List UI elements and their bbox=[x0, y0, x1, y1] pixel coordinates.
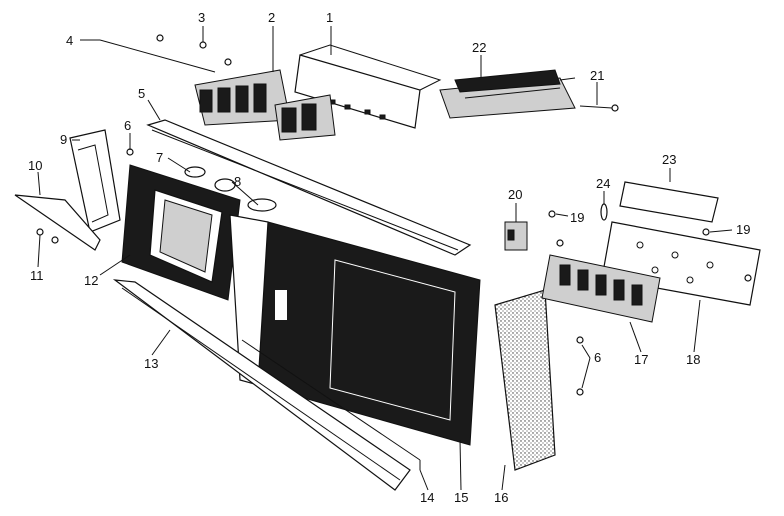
callout-21: 21 bbox=[590, 68, 604, 83]
callout-22: 22 bbox=[472, 40, 486, 55]
leader-lines bbox=[37, 26, 733, 491]
part-grille-17 bbox=[541, 254, 661, 323]
part-bracket-1 bbox=[294, 44, 442, 129]
callout-labels: 1 2 3 4 5 6 7 8 9 10 11 12 13 14 15 16 1… bbox=[28, 10, 750, 505]
callout-9: 9 bbox=[60, 132, 67, 147]
callout-19b: 19 bbox=[736, 222, 750, 237]
callout-16: 16 bbox=[494, 490, 508, 505]
part-switches-2 bbox=[194, 69, 336, 141]
part-top-trim-5 bbox=[146, 119, 472, 256]
part-switch-20 bbox=[504, 221, 528, 251]
callout-6b: 6 bbox=[594, 350, 601, 365]
part-window-frame-12 bbox=[121, 164, 241, 301]
callout-13: 13 bbox=[144, 356, 158, 371]
callout-14: 14 bbox=[420, 490, 434, 505]
callout-18: 18 bbox=[686, 352, 700, 367]
part-end-cap-16 bbox=[494, 289, 556, 471]
callout-8: 8 bbox=[234, 174, 241, 189]
callout-10: 10 bbox=[28, 158, 42, 173]
part-screw-21 bbox=[579, 104, 619, 112]
part-clip-24 bbox=[600, 203, 608, 221]
part-bottom-trim-13 bbox=[112, 279, 411, 491]
part-terminal-strip-22 bbox=[439, 69, 576, 119]
callout-20: 20 bbox=[508, 187, 522, 202]
callout-3: 3 bbox=[198, 10, 205, 25]
callout-15: 15 bbox=[454, 490, 468, 505]
callout-19a: 19 bbox=[570, 210, 584, 225]
callout-17: 17 bbox=[634, 352, 648, 367]
callout-11: 11 bbox=[30, 268, 44, 283]
callout-4: 4 bbox=[66, 33, 73, 48]
part-plate-10 bbox=[14, 194, 101, 251]
callout-6a: 6 bbox=[124, 118, 131, 133]
callout-23: 23 bbox=[662, 152, 676, 167]
part-rod-4 bbox=[99, 34, 232, 73]
callout-12: 12 bbox=[84, 273, 98, 288]
part-back-plate-14 bbox=[229, 214, 421, 470]
callout-7: 7 bbox=[156, 150, 163, 165]
part-end-cap-9 bbox=[69, 129, 121, 233]
callout-5: 5 bbox=[138, 86, 145, 101]
callout-1: 1 bbox=[326, 10, 333, 25]
callout-2: 2 bbox=[268, 10, 275, 25]
callout-24: 24 bbox=[596, 176, 610, 191]
part-bar-23 bbox=[619, 181, 719, 223]
